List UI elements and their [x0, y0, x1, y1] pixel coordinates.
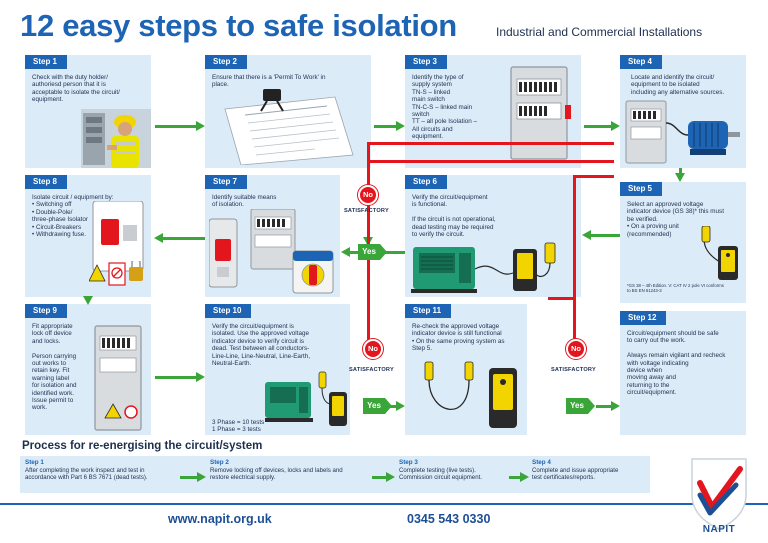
return-line-11-h [573, 175, 614, 178]
reenergise-step-2-label: Step 2 [210, 459, 229, 466]
step-9-panel: Step 9 Fit appropriate lock off device a… [25, 304, 151, 435]
step-1-panel: Step 1 Check with the duty holder/ autho… [25, 55, 151, 168]
step-7-panel: Step 7 Identify suitable means of isolat… [205, 175, 340, 297]
reenergise-arrow-1-2 [180, 472, 206, 482]
isolator-switch-icon [209, 209, 334, 294]
flow-arrow-3-4 [584, 121, 620, 131]
step-2-panel: Step 2 Ensure that there is a 'Permit To… [205, 55, 371, 168]
step-10-text: Verify the circuit/equipment is isolated… [212, 323, 311, 368]
flow-arrow-9-10 [155, 372, 205, 382]
step-10-panel: Step 10 Verify the circuit/equipment is … [205, 304, 350, 435]
step-5-panel: Step 5 Select an approved voltage indica… [620, 182, 746, 303]
return-line-6-h [367, 142, 614, 145]
step-12-text: Circuit/equipment should be safe to carr… [627, 330, 726, 397]
step-11-label: Step 11 [405, 304, 452, 318]
step-10-label: Step 10 [205, 304, 252, 318]
flow-arrow-11-12 [596, 401, 620, 411]
step-2-text: Ensure that there is a 'Permit To Work' … [212, 74, 326, 89]
reenergise-step-4: Step 4 Complete and issue appropriate te… [532, 459, 648, 482]
step-4-panel: Step 4 Locate and identify the circuit/ … [620, 55, 746, 168]
reenergise-step-2-text: Remove locking off devices, locks and la… [210, 467, 343, 482]
footer-phone-number[interactable]: 0345 543 0330 [407, 512, 491, 526]
reenergise-step-1-label: Step 1 [25, 459, 44, 466]
flow-arrow-4-5 [675, 168, 685, 182]
napit-logo-icon [691, 458, 747, 530]
reenergise-title: Process for re-energising the circuit/sy… [22, 440, 263, 452]
generator-icon [265, 371, 347, 426]
return-line-11 [573, 175, 576, 343]
decision-yes-11: Yes [566, 398, 595, 414]
return-line-10-h [367, 160, 614, 163]
flow-arrow-7-8 [154, 233, 205, 243]
step-7-label: Step 7 [205, 175, 248, 189]
step-8-panel: Step 8 Isolate circuit / equipment by: •… [25, 175, 151, 297]
step-10-tests: 3 Phase = 10 tests 1 Phase = 3 tests [212, 419, 265, 434]
clipboard-icon [224, 89, 354, 165]
step-5-footnote: *GS 38 – 4th Edition. V: CAT IV 2 pole V… [627, 283, 724, 294]
decision-yes-10: Yes [363, 398, 392, 414]
distribution-board-icon [510, 66, 571, 160]
napit-brand-name: NAPIT [702, 524, 736, 535]
distribution-board-icon [94, 325, 142, 431]
step-7-text: Identify suitable means of isolation. [212, 194, 277, 209]
reenergise-step-3-label: Step 3 [399, 459, 418, 466]
step-8-label: Step 8 [25, 175, 68, 189]
reenergise-arrow-3-4 [509, 472, 529, 482]
reenergise-step-1-text: After completing the work inspect and te… [25, 467, 148, 482]
decision-no-11: No [566, 339, 586, 359]
voltage-tester-icon [701, 226, 738, 280]
step-12-label: Step 12 [620, 311, 667, 325]
step-1-label: Step 1 [25, 55, 68, 69]
reenergise-step-4-text: Complete and issue appropriate test cert… [532, 467, 619, 482]
reenergise-band [20, 456, 650, 493]
step-3-label: Step 3 [405, 55, 448, 69]
footer-website-link[interactable]: www.napit.org.uk [168, 512, 272, 526]
reenergise-step-1: Step 1 After completing the work inspect… [25, 459, 175, 482]
page-title: 12 easy steps to safe isolation [20, 8, 457, 43]
step-6-text: Verify the circuit/equipment is function… [412, 194, 496, 239]
step-5-text: Select an approved voltage indicator dev… [627, 201, 724, 238]
step-9-label: Step 9 [25, 304, 68, 318]
reenergise-step-2: Step 2 Remove locking off devices, locks… [210, 459, 370, 482]
step-4-label: Step 4 [620, 55, 663, 69]
footer-divider [0, 503, 768, 505]
step-3-panel: Step 3 Identify the type of supply syste… [405, 55, 581, 168]
step-3-text: Identify the type of supply system TN-S … [412, 74, 477, 141]
satisfactory-label-6: SATISFACTORY [344, 208, 389, 214]
step-11-text: Re-check the approved voltage indicator … [412, 323, 505, 353]
lock-off-icon [92, 201, 144, 272]
voltage-tester-icon [424, 361, 517, 428]
decision-no-10: No [363, 339, 383, 359]
satisfactory-label-11: SATISFACTORY [551, 367, 596, 373]
reenergise-step-4-label: Step 4 [532, 459, 551, 466]
decision-yes-6: Yes [358, 244, 387, 260]
return-line-11-h2 [548, 297, 576, 300]
flow-arrow-1-2 [155, 121, 205, 131]
step-6-panel: Step 6 Verify the circuit/equipment is f… [405, 175, 581, 297]
page-subtitle: Industrial and Commercial Installations [496, 25, 703, 39]
satisfactory-label-10: SATISFACTORY [349, 367, 394, 373]
reenergise-arrow-2-3 [372, 472, 395, 482]
warning-sign-icon [89, 261, 143, 286]
decision-no-6: No [358, 185, 378, 205]
reenergise-step-3-text: Complete testing (live tests). Commissio… [399, 467, 482, 482]
step-6-label: Step 6 [405, 175, 448, 189]
step-1-text: Check with the duty holder/ authoriesd p… [32, 74, 120, 104]
step-12-panel: Step 12 Circuit/equipment should be safe… [620, 311, 746, 435]
reenergise-step-3: Step 3 Complete testing (live tests). Co… [399, 459, 509, 482]
step-9-text: Fit appropriate lock off device and lock… [32, 323, 77, 412]
flow-arrow-2-3 [374, 121, 405, 131]
motor-icon [625, 100, 740, 164]
step-11-panel: Step 11 Re-check the approved voltage in… [405, 304, 527, 435]
step-8-text: Isolate circuit / equipment by: • Switch… [32, 194, 114, 239]
step-5-label: Step 5 [620, 182, 663, 196]
step-2-label: Step 2 [205, 55, 248, 69]
generator-icon [411, 242, 556, 293]
flow-arrow-5-6 [582, 230, 620, 240]
electrician-photo [81, 109, 151, 168]
step-4-text: Locate and identify the circuit/ equipme… [631, 74, 725, 96]
